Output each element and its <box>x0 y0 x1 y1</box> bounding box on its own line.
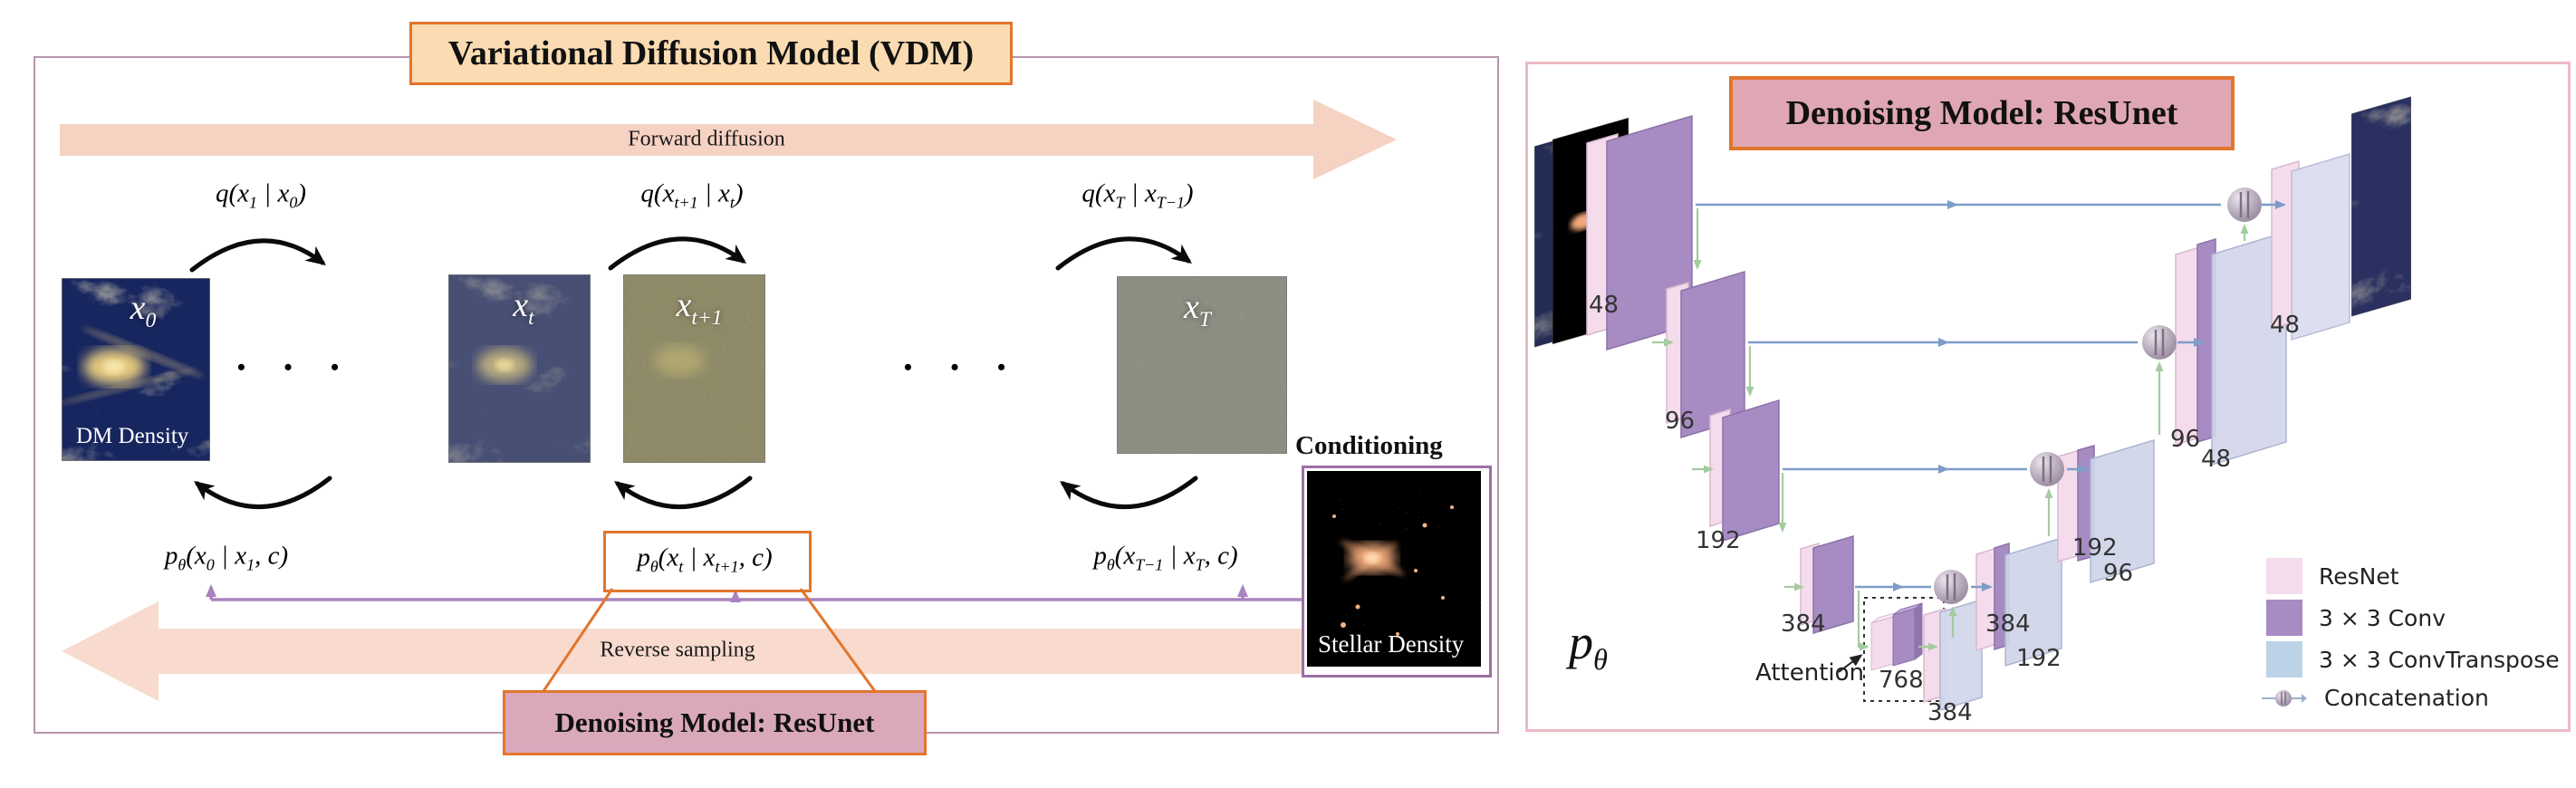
dec-48b-label: 48 <box>2270 312 2301 339</box>
p-theta-label: pθ <box>1569 615 1608 677</box>
conditioning-title: Conditioning <box>1295 431 1443 460</box>
stellar-image-frame <box>1302 466 1492 677</box>
unet-path-arrows <box>1652 208 2249 651</box>
p-label-1: pθ(x0 | x1, c) <box>164 541 289 574</box>
dec-384b-label: 384 <box>1985 610 2031 638</box>
q-label-3: q(xT | xT−1) <box>1081 178 1194 212</box>
denoising-box-left: Denoising Model: ResUnet <box>503 690 927 755</box>
x0-image <box>62 278 210 461</box>
dec-96a-label: 96 <box>2103 560 2134 587</box>
dec-384a-label: 384 <box>1927 699 1973 726</box>
dec-48a-label: 48 <box>2201 446 2232 473</box>
concatenation-icon <box>2262 689 2307 706</box>
convtranspose-swatch <box>2266 641 2302 677</box>
xT-image <box>1117 276 1287 454</box>
reverse-sampling-label: Reverse sampling <box>600 638 755 662</box>
p-label-2-box <box>603 531 812 592</box>
dec-192b-label: 192 <box>2072 534 2118 562</box>
forward-diffusion-label: Forward diffusion <box>628 127 785 151</box>
ellipsis-dots-2: • • • <box>903 354 1023 380</box>
legend-item-conv: 3 × 3 Conv <box>2266 600 2446 636</box>
vdm-title-box: Variational Diffusion Model (VDM) <box>409 22 1013 85</box>
unet-skip-connections <box>1696 200 2286 591</box>
xT-label: xT <box>1184 288 1211 332</box>
conv-swatch <box>2266 600 2302 636</box>
reverse-arcs <box>194 476 1198 509</box>
bottleneck-768-label: 768 <box>1879 667 1924 694</box>
legend-item-resnet: ResNet <box>2266 558 2399 594</box>
legend-item-concatenation: Concatenation <box>2261 685 2489 711</box>
resnet-swatch <box>2266 558 2302 594</box>
dm-density-caption: DM Density <box>76 424 189 448</box>
callout-lines <box>540 588 879 695</box>
attention-label: Attention <box>1755 659 1864 687</box>
dec-192a-label: 192 <box>2016 645 2062 672</box>
xt-label: xt <box>513 286 534 330</box>
resunet-title-box: Denoising Model: ResUnet <box>1729 76 2235 150</box>
unet-output-image <box>2351 96 2411 317</box>
stellar-image <box>1307 471 1481 667</box>
xt1-label: xt+1 <box>676 286 723 330</box>
unet-decoder-blocks <box>1923 152 2350 712</box>
enc-96-label: 96 <box>1665 408 1696 435</box>
forward-diffusion-arrow <box>60 100 1397 179</box>
enc-48-label: 48 <box>1589 292 1620 319</box>
resunet-panel <box>1525 62 2571 732</box>
conditioning-lines <box>206 584 1313 602</box>
legend-item-convtranspose: 3 × 3 ConvTranspose <box>2266 641 2560 677</box>
enc-384-label: 384 <box>1781 610 1826 638</box>
p-label-3: pθ(xT−1 | xT, c) <box>1093 541 1238 574</box>
q-label-2: q(xt+1 | xt) <box>640 178 744 212</box>
xt-image <box>448 274 591 463</box>
stellar-caption: Stellar Density <box>1318 630 1465 658</box>
concatenation-spheres <box>1934 187 2262 604</box>
reverse-sampling-arrow <box>62 601 1360 701</box>
unet-encoder-blocks <box>1586 114 1854 635</box>
dec-96b-label: 96 <box>2170 426 2201 453</box>
p-label-2: pθ(xt | xt+1, c) <box>637 543 773 576</box>
ellipsis-dots-1: • • • <box>236 354 356 380</box>
x0-label: x0 <box>130 289 157 332</box>
q-label-1: q(x1 | x0) <box>215 178 307 212</box>
xt1-image <box>623 274 765 463</box>
enc-192-label: 192 <box>1696 527 1741 554</box>
forward-arcs <box>189 236 1192 273</box>
vdm-title: Variational Diffusion Model (VDM) <box>447 34 975 72</box>
